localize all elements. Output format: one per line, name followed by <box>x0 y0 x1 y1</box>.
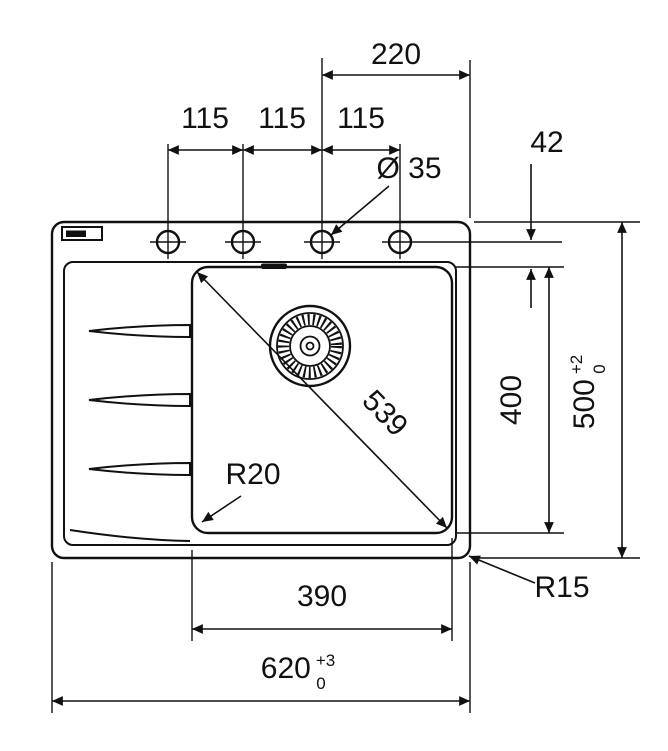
logo-mark-frame <box>61 226 103 241</box>
leader-line <box>201 495 242 523</box>
dim-hole-diameter: Ø 35 <box>330 152 442 236</box>
dim-label-r20: R20 <box>225 458 280 491</box>
dim-620-tol-upper: +3 <box>316 651 335 670</box>
dim-label-115-3: 115 <box>337 102 385 135</box>
dim-500-value: 500 <box>568 379 601 429</box>
sink-outer-outline <box>50 220 472 560</box>
leader-line <box>330 185 390 236</box>
dim-label-390: 390 <box>297 580 347 613</box>
tap-hole-3 <box>304 58 340 259</box>
dim-r15: R15 <box>468 555 590 604</box>
logo-mark <box>61 226 103 241</box>
drainboard-groove <box>88 323 191 339</box>
dim-label-115-2: 115 <box>258 102 306 135</box>
dim-label-220: 220 <box>371 38 421 71</box>
dim-r20: R20 <box>201 458 281 523</box>
tap-hole-4 <box>382 144 562 259</box>
strainer-center <box>305 341 315 351</box>
drainboard <box>69 323 191 542</box>
leader-line <box>468 555 536 584</box>
dim-label-r15: R15 <box>534 571 589 604</box>
dim-label-539: 539 <box>356 384 415 443</box>
sink-rim-outline <box>63 261 457 546</box>
dim-label-hole-diameter: Ø 35 <box>376 152 441 185</box>
bowl-outline <box>190 265 454 535</box>
dim-42: 42 <box>456 126 564 308</box>
strainer-ring-inner <box>299 335 321 357</box>
dim-620-tol-lower: 0 <box>316 674 325 693</box>
dim-500-tol-lower: 0 <box>590 364 609 373</box>
dim-label-400: 400 <box>495 375 528 425</box>
dim-label-620: 620 +3 0 <box>261 651 335 693</box>
logo-mark-fill <box>66 230 86 237</box>
tap-hole-1 <box>150 144 186 259</box>
dimension-line <box>196 271 448 529</box>
dim-label-115-1: 115 <box>181 102 229 135</box>
dim-400: 400 <box>456 267 564 534</box>
tap-hole-2 <box>225 144 261 259</box>
drainboard-groove <box>69 529 191 542</box>
dim-620-value: 620 <box>261 652 311 685</box>
dim-label-42: 42 <box>530 126 563 159</box>
sink-plan-view <box>50 58 562 560</box>
dim-500-tol-upper: +2 <box>567 355 586 374</box>
strainer-ring-3 <box>289 325 331 367</box>
dim-label-500: 500 +2 0 <box>567 355 609 429</box>
dim-500: 500 +2 0 <box>474 221 640 559</box>
dim-220: 220 <box>322 38 471 218</box>
dim-390: 390 <box>191 538 453 641</box>
drainboard-groove <box>88 461 191 477</box>
drain-strainer <box>268 304 352 388</box>
dim-115-pitch: 115 115 115 <box>168 102 400 155</box>
overflow-notch <box>261 263 287 269</box>
strainer-hatch-band <box>278 314 342 378</box>
drainboard-groove <box>88 392 191 408</box>
dim-620: 620 +3 0 <box>51 562 471 713</box>
